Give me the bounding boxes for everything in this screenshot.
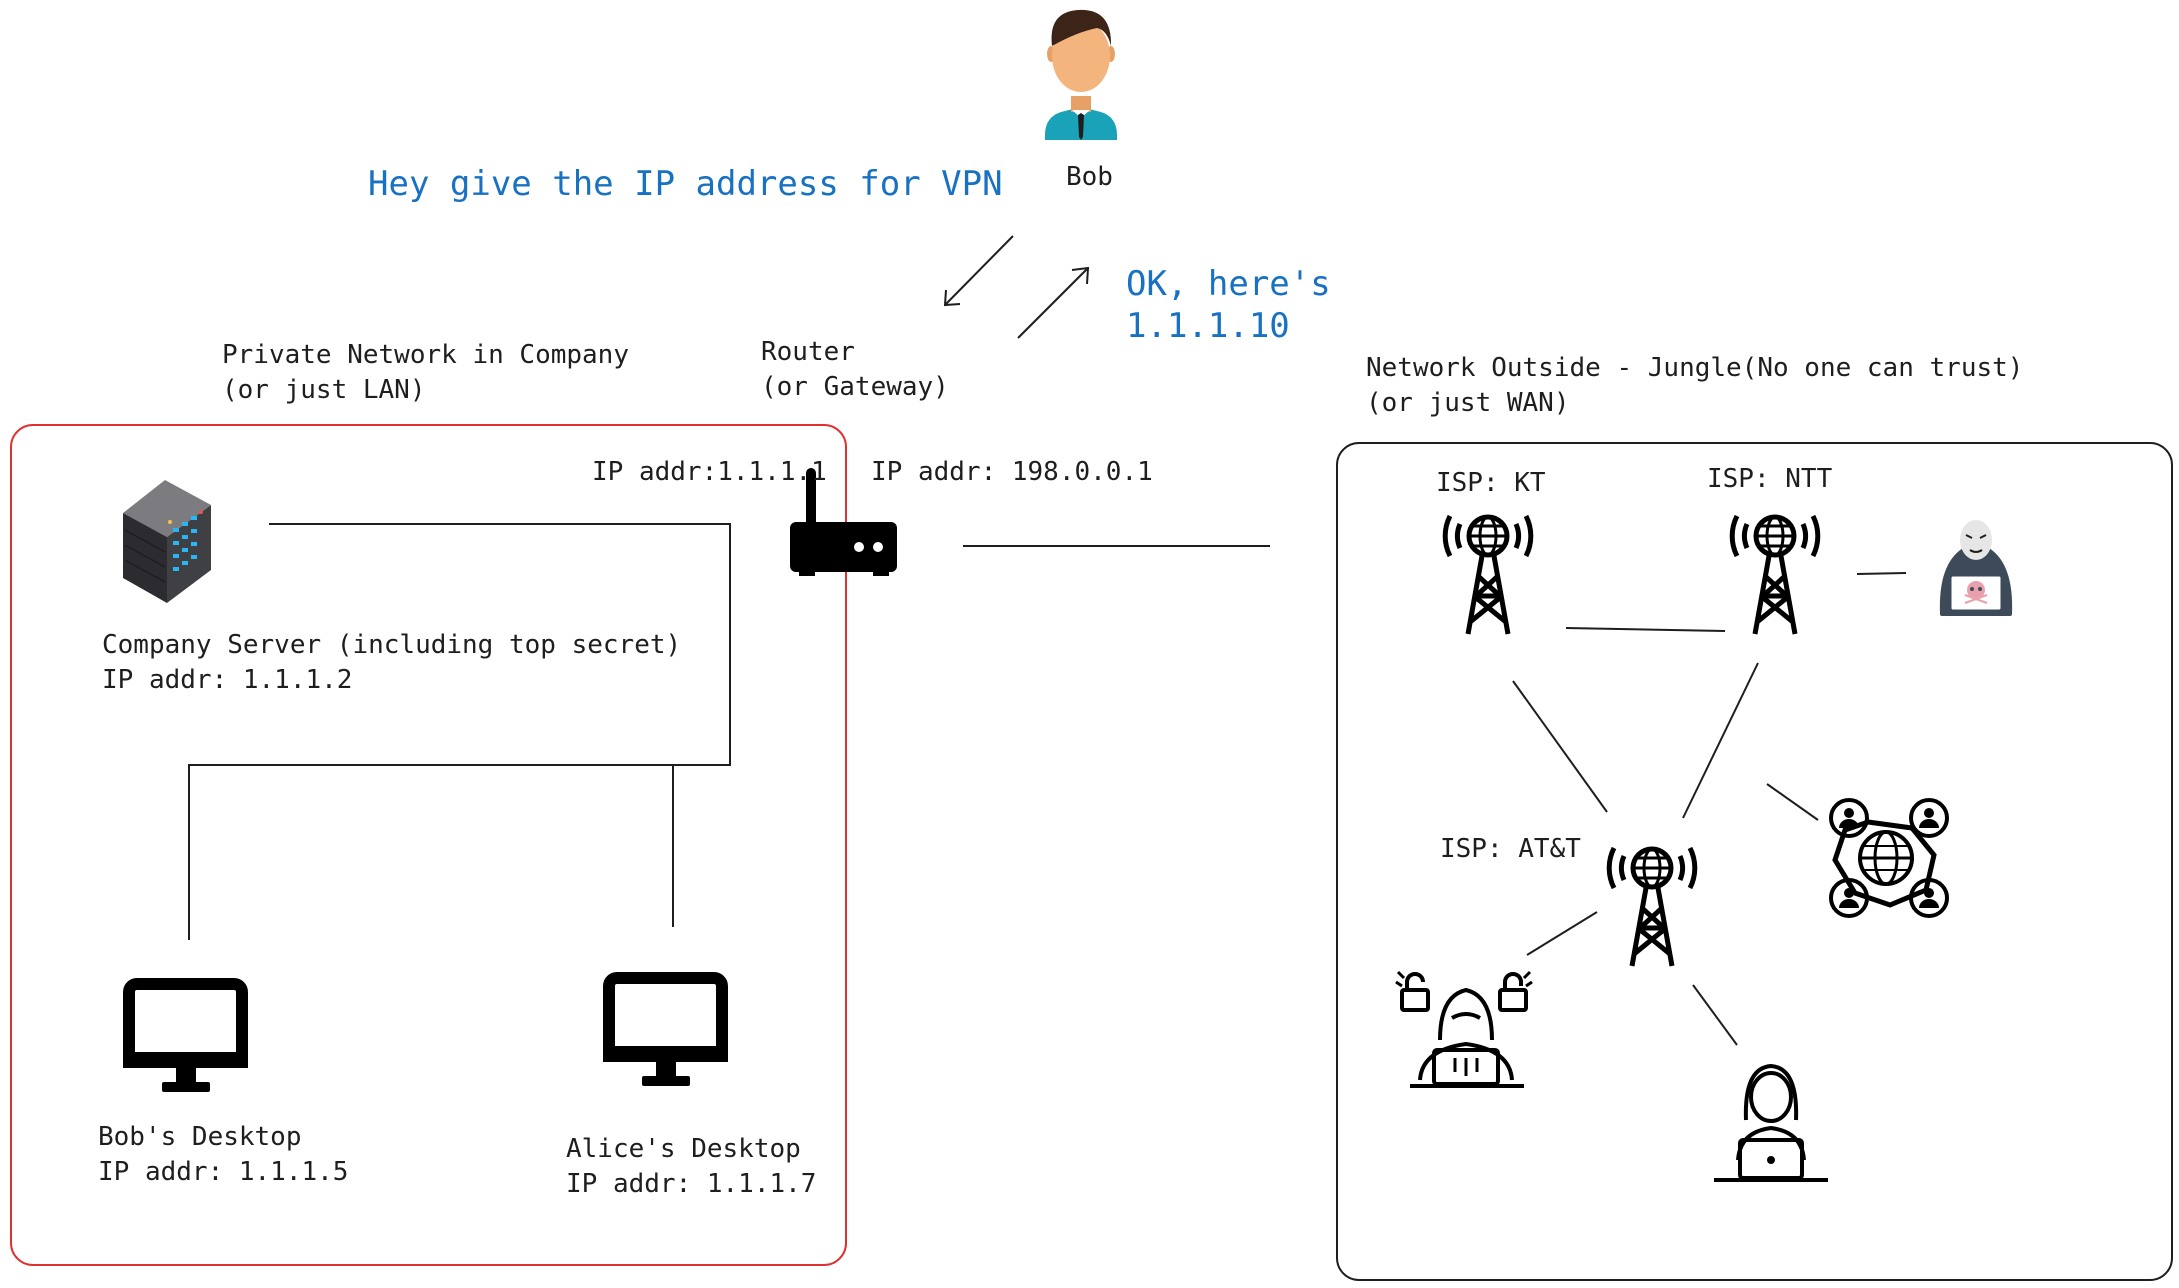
router-title-line1: Router xyxy=(761,337,855,367)
isp-ntt-label: ISP: NTT xyxy=(1707,464,1833,494)
server-name: Company Server (including top secret) xyxy=(102,630,682,660)
lan-title-line1: Private Network in Company xyxy=(222,340,629,370)
wan-links xyxy=(1512,572,1907,1046)
alice-desktop-ip: IP addr: 1.1.1.7 xyxy=(566,1169,817,1199)
router-external-ip: IP addr: 198.0.0.1 xyxy=(871,457,1153,487)
vpn-reply-line2: 1.1.1.10 xyxy=(1126,306,1290,346)
router-icon xyxy=(790,468,897,576)
alice-desktop-monitor-icon xyxy=(603,972,728,1086)
hacker-with-locks-icon xyxy=(1395,970,1533,1088)
router-internal-ip: IP addr:1.1.1.1 xyxy=(592,457,827,487)
server-icon xyxy=(123,480,211,603)
community-people-icons xyxy=(1839,808,1939,908)
lan-connections xyxy=(188,523,731,940)
wan-title-line2: (or just WAN) xyxy=(1366,388,1570,418)
woman-laptop-icon xyxy=(1714,1063,1828,1182)
alice-desktop-name: Alice's Desktop xyxy=(566,1134,801,1164)
vpn-request-message: Hey give the IP address for VPN xyxy=(368,164,1003,204)
lan-boundary xyxy=(10,424,847,1266)
isp-ntt-tower-icon xyxy=(1729,514,1821,635)
reply-arrow xyxy=(1017,266,1090,339)
server-ip: IP addr: 1.1.1.2 xyxy=(102,665,353,695)
router-title-line2: (or Gateway) xyxy=(761,372,949,402)
lan-title-line2: (or just LAN) xyxy=(222,375,426,405)
wan-boundary xyxy=(1336,442,2173,1281)
global-community-icon xyxy=(1829,798,1949,918)
bob-avatar xyxy=(1045,9,1117,140)
isp-kt-label: ISP: KT xyxy=(1436,468,1546,498)
bob-desktop-monitor-icon xyxy=(123,978,248,1092)
isp-att-tower-icon xyxy=(1606,846,1698,967)
isp-kt-tower-icon xyxy=(1442,514,1534,635)
anonymous-hacker-icon xyxy=(1939,520,2013,616)
bob-label: Bob xyxy=(1066,162,1113,192)
request-arrow xyxy=(943,235,1014,307)
vpn-reply-line1: OK, here's xyxy=(1126,264,1331,304)
bob-desktop-name: Bob's Desktop xyxy=(98,1122,302,1152)
bob-desktop-ip: IP addr: 1.1.1.5 xyxy=(98,1157,349,1187)
isp-att-label: ISP: AT&T xyxy=(1440,834,1581,864)
wan-title-line1: Network Outside - Jungle(No one can trus… xyxy=(1366,353,2024,383)
